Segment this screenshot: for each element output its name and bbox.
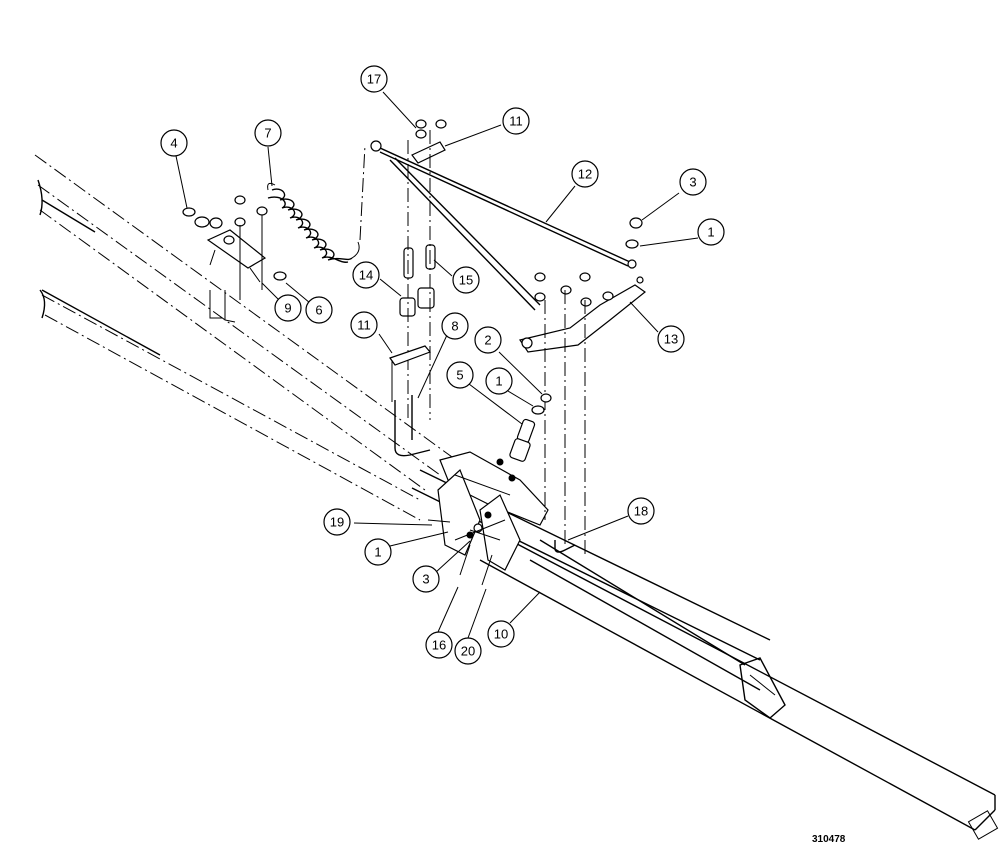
svg-text:3: 3 — [689, 175, 696, 190]
callout-11b: 11 — [350, 311, 378, 339]
svg-text:17: 17 — [367, 72, 381, 87]
svg-text:12: 12 — [578, 167, 592, 182]
svg-text:7: 7 — [264, 126, 271, 141]
callout-10: 10 — [487, 620, 515, 648]
callout-12: 12 — [571, 160, 599, 188]
bellcrank-plate — [519, 272, 647, 555]
callout-15: 15 — [452, 266, 480, 294]
callout-5: 5 — [446, 361, 474, 389]
callout-16: 16 — [425, 631, 453, 659]
svg-text:11: 11 — [509, 114, 523, 129]
svg-text:14: 14 — [359, 268, 373, 283]
bushings — [399, 130, 436, 420]
callout-6: 6 — [305, 296, 333, 324]
svg-text:15: 15 — [459, 273, 473, 288]
svg-text:1: 1 — [707, 225, 714, 240]
svg-text:13: 13 — [664, 332, 678, 347]
callout-17: 17 — [360, 65, 388, 93]
svg-text:8: 8 — [451, 319, 458, 334]
svg-text:1: 1 — [495, 374, 502, 389]
spring — [267, 144, 366, 263]
svg-text:2: 2 — [484, 333, 491, 348]
hub-bracket-assembly — [427, 451, 549, 586]
drawing-number: 310478 — [812, 834, 846, 845]
callout-3b: 3 — [412, 565, 440, 593]
svg-text:6: 6 — [315, 303, 322, 318]
left-mount-plate — [182, 195, 287, 323]
svg-text:20: 20 — [461, 644, 475, 659]
svg-text:5: 5 — [456, 368, 463, 383]
callout-19: 19 — [323, 508, 351, 536]
pivot-parts — [509, 393, 552, 462]
svg-text:19: 19 — [330, 515, 344, 530]
callout-20: 20 — [454, 637, 482, 665]
svg-text:11: 11 — [357, 318, 371, 333]
callout-7: 7 — [254, 119, 282, 147]
callout-4: 4 — [160, 129, 188, 157]
cable-assembly — [370, 119, 643, 311]
callout-9: 9 — [274, 294, 302, 322]
callout-18: 18 — [627, 497, 655, 525]
svg-text:16: 16 — [432, 638, 446, 653]
callout-1a: 1 — [697, 218, 725, 246]
callout-2: 2 — [474, 326, 502, 354]
callout-13: 13 — [657, 325, 685, 353]
svg-text:4: 4 — [170, 136, 177, 151]
svg-text:9: 9 — [284, 301, 291, 316]
callout-11a: 11 — [502, 107, 530, 135]
svg-text:3: 3 — [422, 572, 429, 587]
callout-1b: 1 — [485, 367, 513, 395]
callout-8: 8 — [441, 312, 469, 340]
lower-plate-ubolt — [389, 345, 432, 457]
callout-1c: 1 — [364, 538, 392, 566]
svg-text:1: 1 — [374, 545, 381, 560]
callout-3a: 3 — [679, 168, 707, 196]
svg-text:18: 18 — [634, 504, 648, 519]
svg-text:10: 10 — [494, 627, 508, 642]
callout-14: 14 — [352, 261, 380, 289]
